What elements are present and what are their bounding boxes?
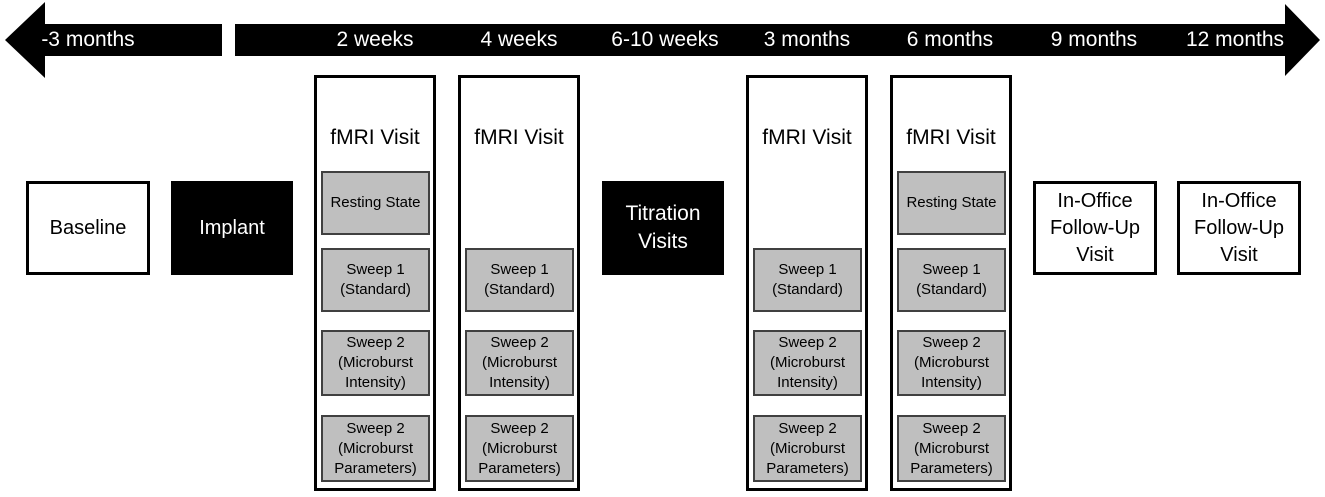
- sweep1-box: Sweep 1 (Standard): [897, 248, 1006, 312]
- right-arrow: [235, 4, 1320, 76]
- sweep2-intensity-box: Sweep 2 (Microburst Intensity): [321, 330, 430, 396]
- sweep2-intensity-box: Sweep 2 (Microburst Intensity): [897, 330, 1006, 396]
- timeline-label-2-weeks: 2 weeks: [336, 28, 414, 51]
- titration-label: Titration Visits: [625, 202, 701, 253]
- fmri-visit-title: fMRI Visit: [330, 126, 420, 149]
- fmri-visit-3-months: fMRI Visit Sweep 1 (Standard) Sweep 2 (M…: [746, 75, 868, 491]
- sweep1-box: Sweep 1 (Standard): [321, 248, 430, 312]
- timeline-label-3-months: 3 months: [763, 28, 851, 51]
- sweep2-intensity-box: Sweep 2 (Microburst Intensity): [753, 330, 862, 396]
- sweep2-parameters-box: Sweep 2 (Microburst Parameters): [897, 415, 1006, 482]
- timeline-label-6-months: 6 months: [906, 28, 994, 51]
- implant-box: Implant: [171, 181, 293, 275]
- fmri-visit-title: fMRI Visit: [906, 126, 996, 149]
- fmri-visit-4-weeks: fMRI Visit Sweep 1 (Standard) Sweep 2 (M…: [458, 75, 580, 491]
- followup-12-label: In-Office Follow-Up Visit: [1193, 189, 1285, 266]
- fmri-visit-6-months: fMRI Visit Resting State Sweep 1 (Standa…: [890, 75, 1012, 491]
- followup-9-label: In-Office Follow-Up Visit: [1049, 189, 1141, 266]
- timeline-label-6-10-weeks: 6-10 weeks: [611, 28, 719, 51]
- timeline-label-pre: -3 months: [41, 28, 135, 51]
- sweep2-parameters-box: Sweep 2 (Microburst Parameters): [753, 415, 862, 482]
- resting-state-box: Resting State: [321, 171, 430, 235]
- fmri-visit-title: fMRI Visit: [474, 126, 564, 149]
- fmri-visit-title: fMRI Visit: [762, 126, 852, 149]
- sweep1-box: Sweep 1 (Standard): [465, 248, 574, 312]
- implant-label: Implant: [199, 216, 265, 239]
- left-arrow: [5, 2, 222, 78]
- sweep2-intensity-box: Sweep 2 (Microburst Intensity): [465, 330, 574, 396]
- followup-9-box: In-Office Follow-Up Visit: [1033, 181, 1157, 275]
- baseline-label: Baseline: [49, 216, 127, 239]
- timeline-label-9-months: 9 months: [1050, 28, 1138, 51]
- baseline-box: Baseline: [26, 181, 150, 275]
- timeline-arrows: [5, 2, 1320, 78]
- timeline-label-4-weeks: 4 weeks: [480, 28, 558, 51]
- titration-box: Titration Visits: [602, 181, 724, 275]
- resting-state-box: Resting State: [897, 171, 1006, 235]
- timeline-label-12-months: 12 months: [1185, 28, 1285, 51]
- fmri-visit-2-weeks: fMRI Visit Resting State Sweep 1 (Standa…: [314, 75, 436, 491]
- sweep2-parameters-box: Sweep 2 (Microburst Parameters): [465, 415, 574, 482]
- sweep2-parameters-box: Sweep 2 (Microburst Parameters): [321, 415, 430, 482]
- followup-12-box: In-Office Follow-Up Visit: [1177, 181, 1301, 275]
- sweep1-box: Sweep 1 (Standard): [753, 248, 862, 312]
